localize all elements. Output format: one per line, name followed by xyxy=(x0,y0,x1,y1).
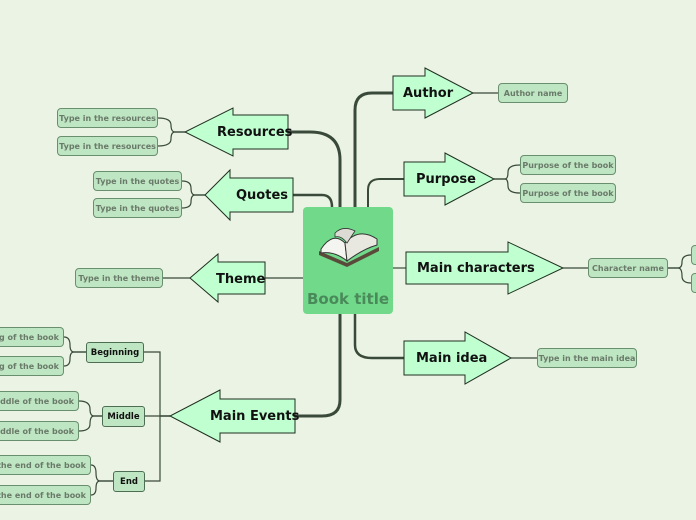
main-events-arrow xyxy=(168,389,296,443)
main-characters-arrow xyxy=(405,241,565,295)
resources-arrow xyxy=(183,107,289,157)
resources-label[interactable]: Resources xyxy=(217,125,293,140)
middle-leaf[interactable]: middle of the book xyxy=(0,421,79,441)
beginning-leaf[interactable]: ng of the book xyxy=(0,356,64,376)
main-characters-label[interactable]: Main characters xyxy=(417,261,535,276)
resources-leaf[interactable]: Type in the resources xyxy=(57,136,158,156)
author-label[interactable]: Author xyxy=(403,86,454,101)
quotes-label[interactable]: Quotes xyxy=(236,188,289,203)
end-leaf[interactable]: n the end of the book xyxy=(0,455,91,475)
theme-leaf[interactable]: Type in the theme xyxy=(75,268,163,288)
theme-arrow xyxy=(189,252,266,304)
quotes-leaf[interactable]: Type in the quotes xyxy=(93,198,182,218)
middle-leaf[interactable]: middle of the book xyxy=(0,391,79,411)
character-subleaf[interactable] xyxy=(691,273,696,293)
main-idea-arrow xyxy=(403,331,513,385)
main-events-label[interactable]: Main Events xyxy=(210,409,300,424)
central-topic[interactable]: Book title xyxy=(303,207,393,314)
beginning-leaf[interactable]: ng of the book xyxy=(0,327,64,347)
beginning-subtopic[interactable]: Beginning xyxy=(86,342,144,363)
purpose-label[interactable]: Purpose xyxy=(416,172,476,187)
purpose-leaf[interactable]: Purpose of the book xyxy=(520,155,616,175)
central-topic-title: Book title xyxy=(306,290,390,308)
theme-label[interactable]: Theme xyxy=(216,272,266,287)
author-leaf[interactable]: Author name xyxy=(498,83,568,103)
connectors xyxy=(63,91,692,496)
main-idea-label[interactable]: Main idea xyxy=(416,351,488,366)
main-idea-leaf[interactable]: Type in the main idea xyxy=(537,348,637,368)
quotes-leaf[interactable]: Type in the quotes xyxy=(93,171,182,191)
resources-leaf[interactable]: Type in the resources xyxy=(57,108,158,128)
middle-subtopic[interactable]: Middle xyxy=(102,406,145,427)
open-book-icon xyxy=(319,228,379,267)
end-subtopic[interactable]: End xyxy=(113,471,145,492)
author-arrow xyxy=(392,67,475,119)
character-subleaf[interactable] xyxy=(691,245,696,265)
purpose-arrow xyxy=(403,152,496,206)
quotes-arrow xyxy=(204,168,294,222)
purpose-leaf[interactable]: Purpose of the book xyxy=(520,183,616,203)
end-leaf[interactable]: n the end of the book xyxy=(0,485,91,505)
character-leaf[interactable]: Character name xyxy=(588,258,668,278)
